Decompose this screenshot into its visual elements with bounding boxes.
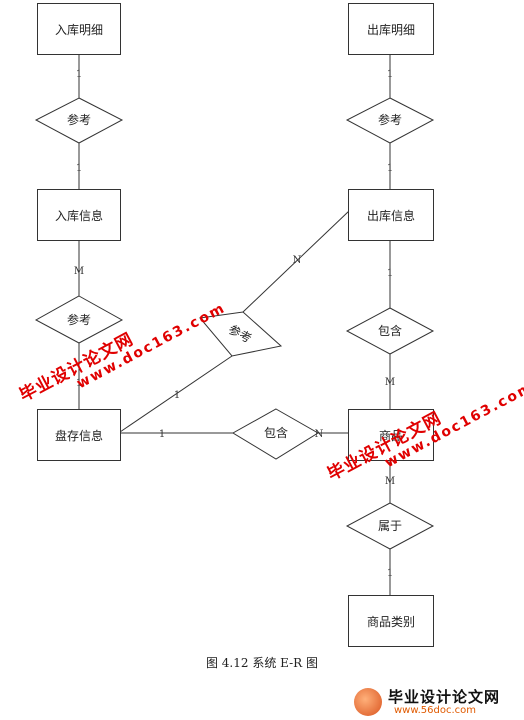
entity-ck-detail: 出库明细 xyxy=(348,3,434,55)
relationship-ref-ck-diamond xyxy=(345,97,435,144)
card-pc-top: 1 xyxy=(76,378,82,389)
card-category: 1 xyxy=(387,568,393,579)
relationship-contain2-label: 包含 xyxy=(378,323,402,338)
edge-ref3-pcinfo xyxy=(119,355,233,433)
card-contain-product: N xyxy=(315,429,324,440)
card-rkinfo-top: 1 xyxy=(76,163,82,174)
entity-rk-info-label: 入库信息 xyxy=(54,208,103,223)
card-product-top: M xyxy=(385,377,395,388)
card-pc-ref: 1 xyxy=(174,390,180,401)
card-product-bottom: M xyxy=(385,476,395,487)
relationship-ref2-label: 参考 xyxy=(67,312,91,327)
logo-text: 毕业设计论文网 xyxy=(388,688,501,706)
entity-rk-detail: 入库明细 xyxy=(37,3,121,55)
card-ckinfo-top: 1 xyxy=(387,163,393,174)
relationship-belong-diamond xyxy=(345,502,435,550)
entity-category-label: 商品类别 xyxy=(366,614,415,629)
entity-pc-info: 盘存信息 xyxy=(37,409,121,461)
entity-ck-info: 出库信息 xyxy=(348,189,434,241)
relationship-ref1-diamond xyxy=(34,97,124,144)
site-logo: 毕业设计论文网 www.56doc.com xyxy=(350,686,524,720)
card-ckinfo-bottom: 1 xyxy=(387,268,393,279)
relationship-contain2-diamond xyxy=(345,307,435,355)
card-ckinfo-n: N xyxy=(293,255,302,266)
relationship-contain1-diamond xyxy=(232,408,319,460)
relationship-ref-ck-label: 参考 xyxy=(378,112,402,127)
entity-pc-info-label: 盘存信息 xyxy=(54,428,103,443)
relationship-belong-label: 属于 xyxy=(378,519,402,533)
entity-product-label: 商品 xyxy=(378,428,403,443)
relationship-contain1-label: 包含 xyxy=(264,425,288,440)
edge-ckinfo-ref3 xyxy=(242,210,350,313)
entity-category: 商品类别 xyxy=(348,595,434,647)
figure-caption: 图 4.12 系统 E-R 图 xyxy=(205,656,319,670)
entity-product: 商品 xyxy=(348,409,434,461)
logo-badge-icon xyxy=(354,688,382,716)
card-ckdetail: 1 xyxy=(387,69,393,80)
card-rkinfo-bottom: M xyxy=(74,266,84,277)
entity-rk-info: 入库信息 xyxy=(37,189,121,241)
relationship-ref1-label: 参考 xyxy=(67,112,91,127)
card-rkdetail: 1 xyxy=(76,69,82,80)
entity-ck-detail-label: 出库明细 xyxy=(366,22,415,37)
logo-url: www.56doc.com xyxy=(394,705,477,716)
relationship-ref3-diamond xyxy=(199,311,283,357)
entity-ck-info-label: 出库信息 xyxy=(366,208,415,223)
entity-rk-detail-label: 入库明细 xyxy=(54,22,103,37)
relationship-ref2-diamond xyxy=(34,295,124,344)
card-pc-contain: 1 xyxy=(159,429,165,440)
